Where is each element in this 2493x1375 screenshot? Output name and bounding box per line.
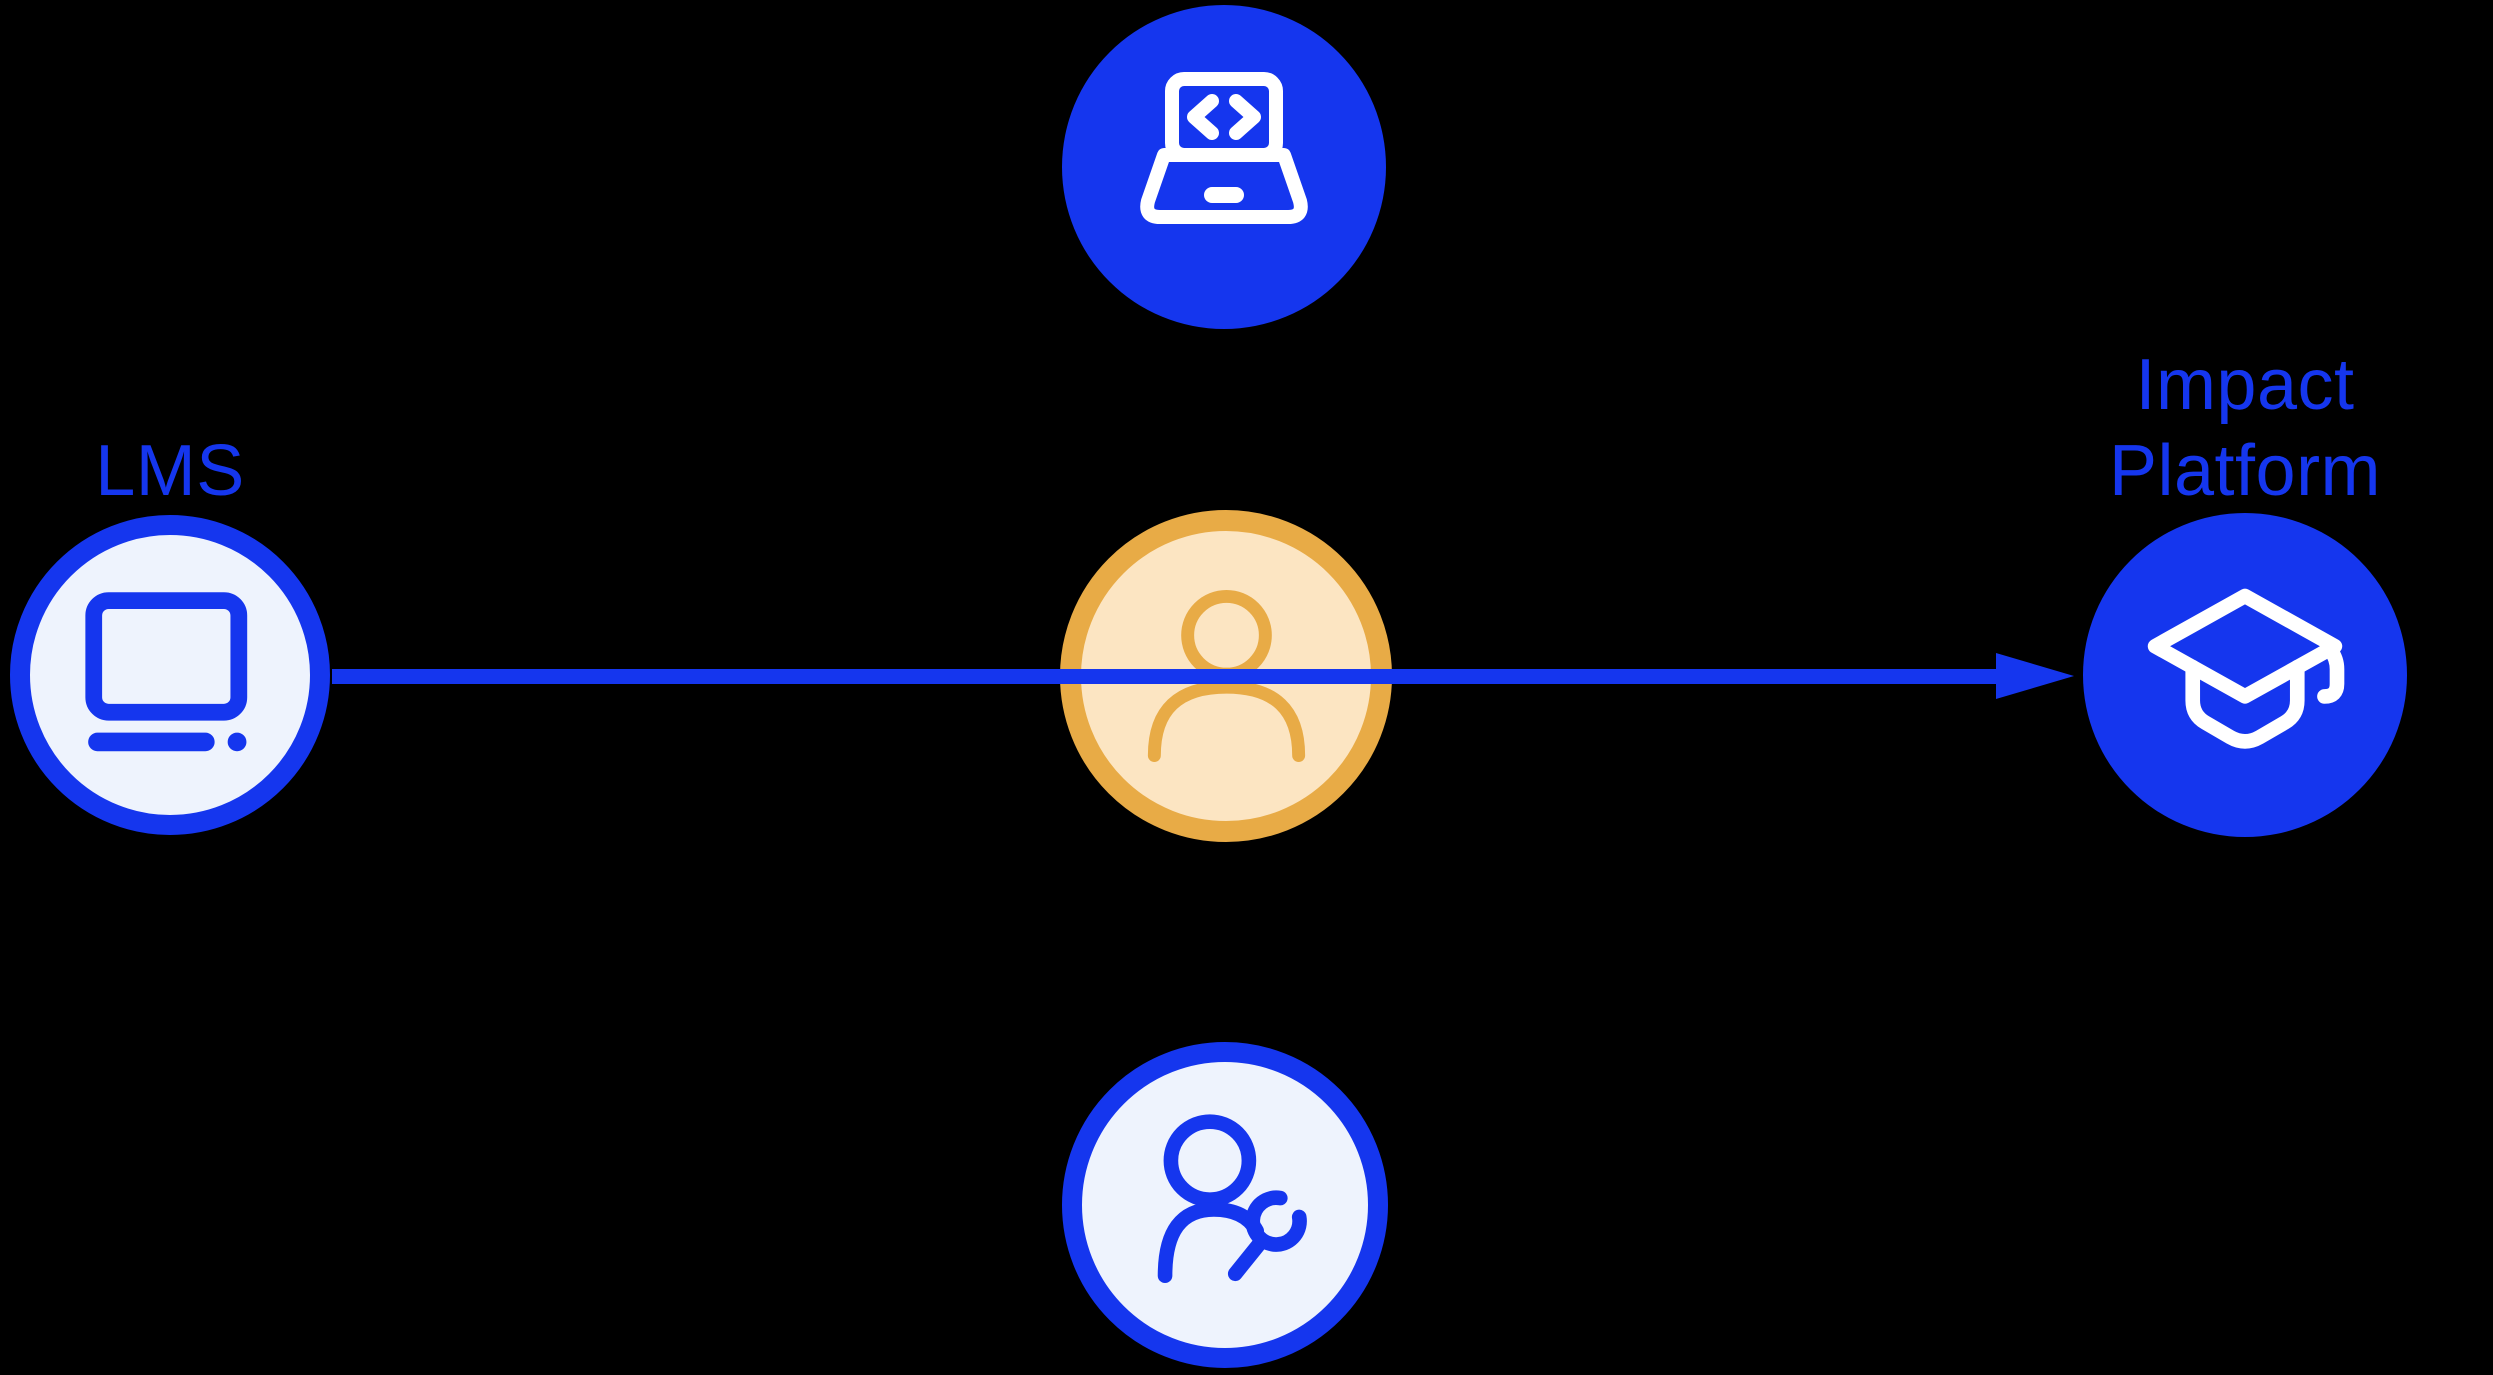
impact-platform-label-line1: Impact (2135, 345, 2355, 425)
graduation-cap-icon (2147, 588, 2345, 749)
node-admin (1062, 1042, 1388, 1368)
desktop-computer-icon (85, 592, 248, 752)
flow-arrow-head (1996, 653, 2074, 699)
impact-platform-label-line2: Platform (2108, 431, 2382, 511)
lms-label: LMS (95, 431, 245, 511)
node-developer (1062, 5, 1386, 329)
flow-arrow-line (332, 669, 1998, 684)
node-impact-platform (2083, 513, 2407, 837)
person-wrench-icon (1157, 1113, 1307, 1283)
node-lms (10, 515, 330, 835)
code-laptop-icon (1140, 72, 1308, 224)
impact-platform-label: Impact Platform (1995, 342, 2493, 514)
